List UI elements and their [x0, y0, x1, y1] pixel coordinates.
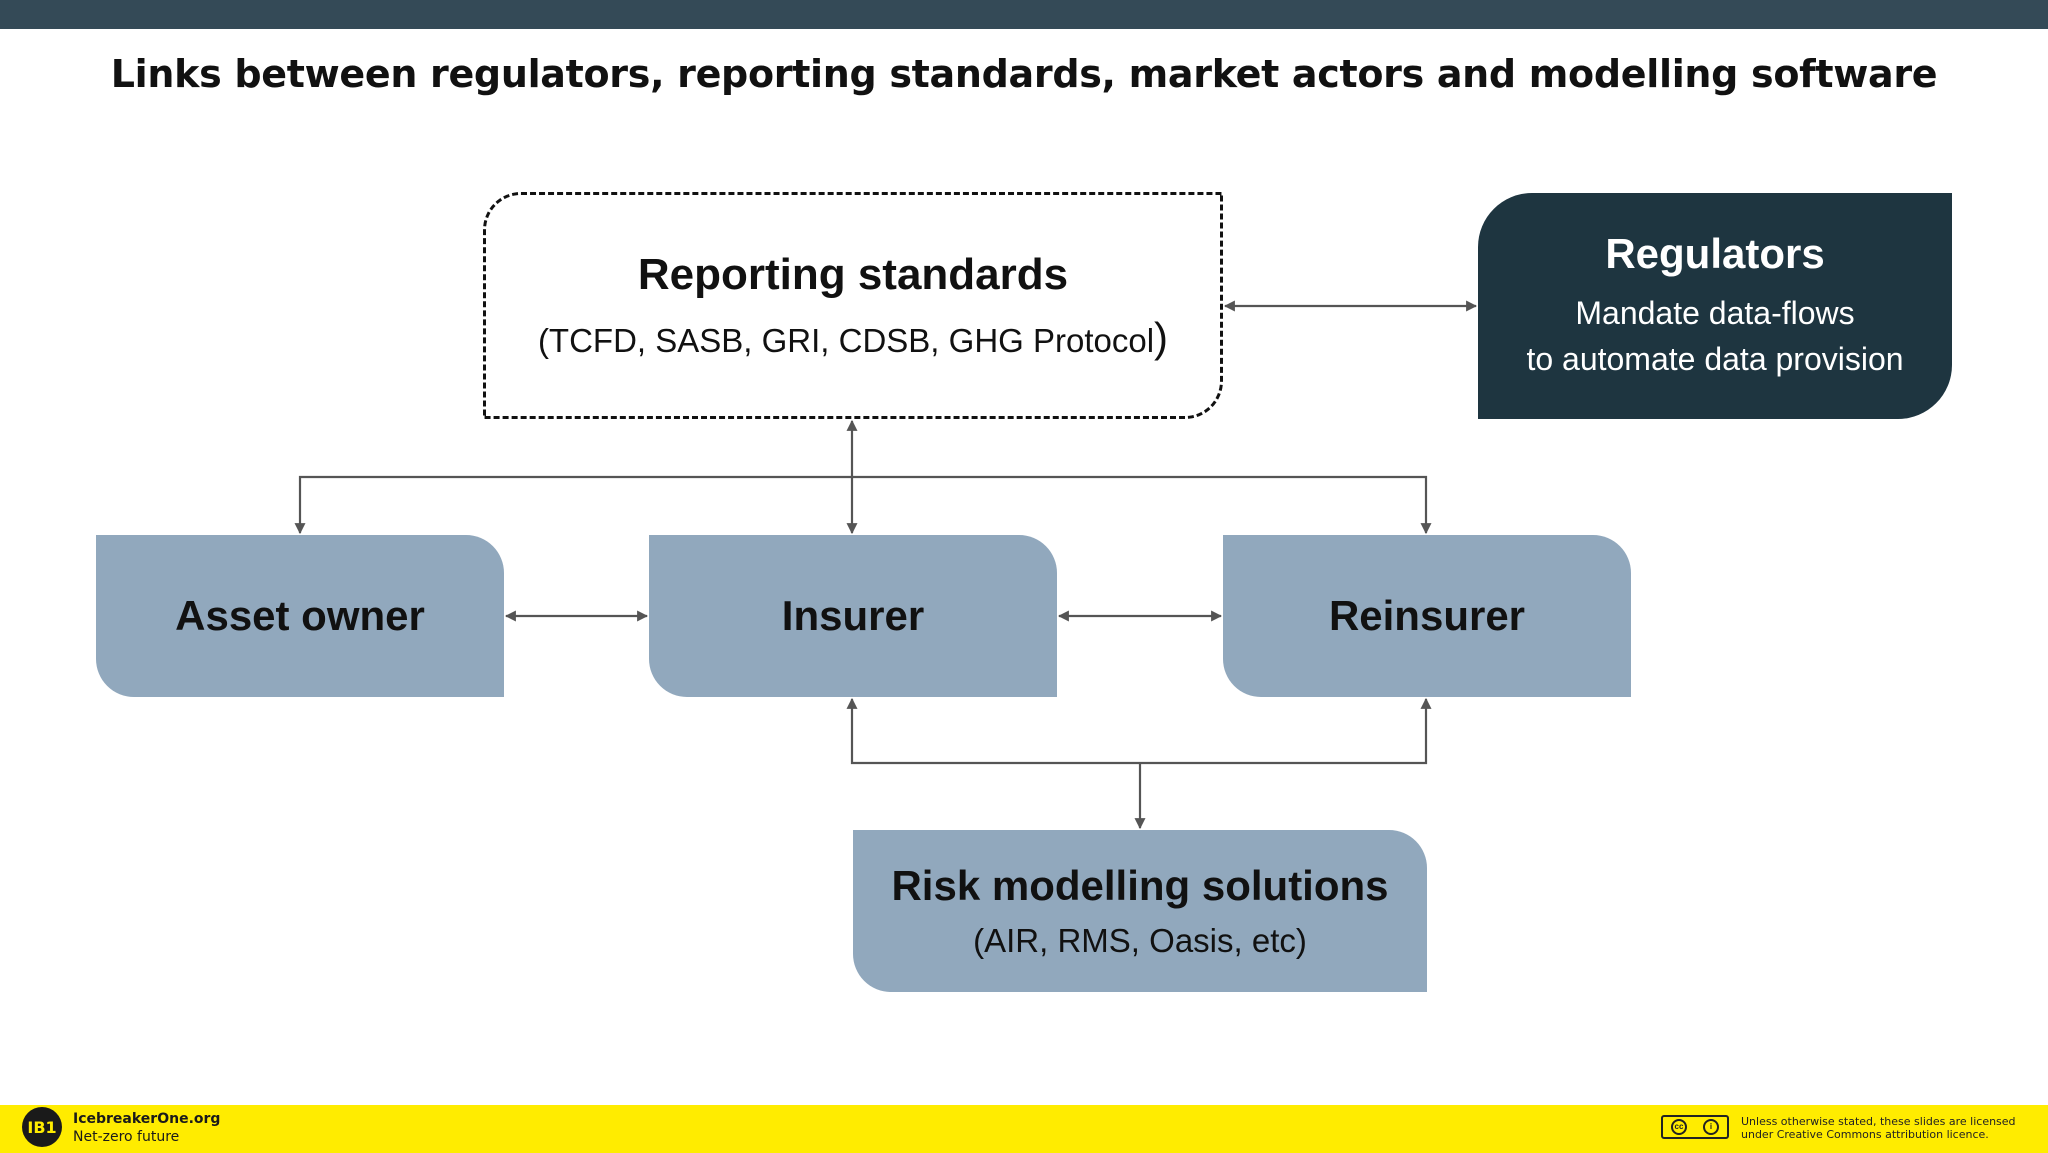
reporting-branch-line: [294, 475, 1432, 535]
asset-owner-heading: Asset owner: [175, 592, 425, 639]
by-icon: i: [1703, 1119, 1719, 1135]
risk-modelling-node: Risk modelling solutions (AIR, RMS, Oasi…: [853, 830, 1427, 992]
brand-name[interactable]: IcebreakerOne.org: [73, 1111, 221, 1127]
cc-by-badge[interactable]: cc i: [1661, 1115, 1729, 1139]
brand-tagline: Net-zero future: [73, 1129, 180, 1145]
top-bar: [0, 0, 2048, 29]
brand-block: IcebreakerOne.org Net-zero future: [73, 1110, 220, 1146]
reinsurer-node: Reinsurer: [1223, 535, 1631, 697]
regulators-description: Mandate data-flows to automate data prov…: [1526, 294, 1904, 377]
reporting-standards-node: Reporting standards (TCFD, SASB, GRI, CD…: [483, 192, 1223, 419]
ib1-logo[interactable]: IB1: [22, 1107, 62, 1147]
risk-modelling-list: (AIR, RMS, Oasis, etc): [973, 922, 1307, 959]
slide-title: Links between regulators, reporting stan…: [110, 52, 1938, 96]
reporting-standards-heading: Reporting standards: [637, 249, 1069, 299]
risk-branch-line: [846, 697, 1432, 765]
insurer-heading: Insurer: [781, 592, 925, 639]
reporting-standards-list: (TCFD, SASB, GRI, CDSB, GHG Protocol): [537, 313, 1169, 361]
cc-icon: cc: [1671, 1119, 1687, 1135]
regulators-node: Regulators Mandate data-flows to automat…: [1478, 193, 1952, 419]
regulators-heading: Regulators: [1605, 229, 1825, 277]
reinsurer-heading: Reinsurer: [1328, 592, 1526, 639]
licence-note: Unless otherwise stated, these slides ar…: [1741, 1115, 2016, 1141]
asset-owner-node: Asset owner: [96, 535, 504, 697]
insurer-node: Insurer: [649, 535, 1057, 697]
risk-modelling-heading: Risk modelling solutions: [891, 862, 1389, 909]
